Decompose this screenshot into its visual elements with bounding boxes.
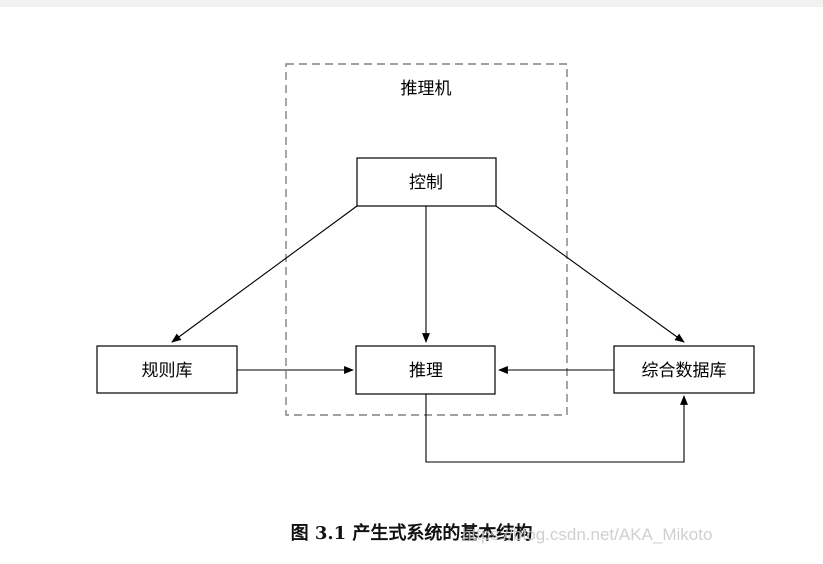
edge-control-to-database (495, 205, 685, 343)
watermark: https://blog.csdn.net/AKA_Mikoto (462, 525, 713, 544)
inference-engine-label: 推理机 (401, 79, 452, 99)
node-control-label: 控制 (409, 173, 443, 193)
edge-inference-to-database (425, 394, 688, 463)
node-rule-base-label: 规则库 (142, 361, 193, 381)
figure-caption: 图 3.1 产生式系统的基本结构 (290, 523, 533, 544)
node-database: 综合数据库 (613, 345, 755, 394)
node-database-label: 综合数据库 (642, 361, 727, 381)
node-inference-label: 推理 (409, 361, 443, 381)
node-inference: 推理 (355, 345, 496, 395)
edge-control-to-rule-base (171, 205, 358, 343)
node-rule-base: 规则库 (96, 345, 238, 394)
top-strip (0, 0, 823, 7)
node-control: 控制 (356, 157, 497, 207)
